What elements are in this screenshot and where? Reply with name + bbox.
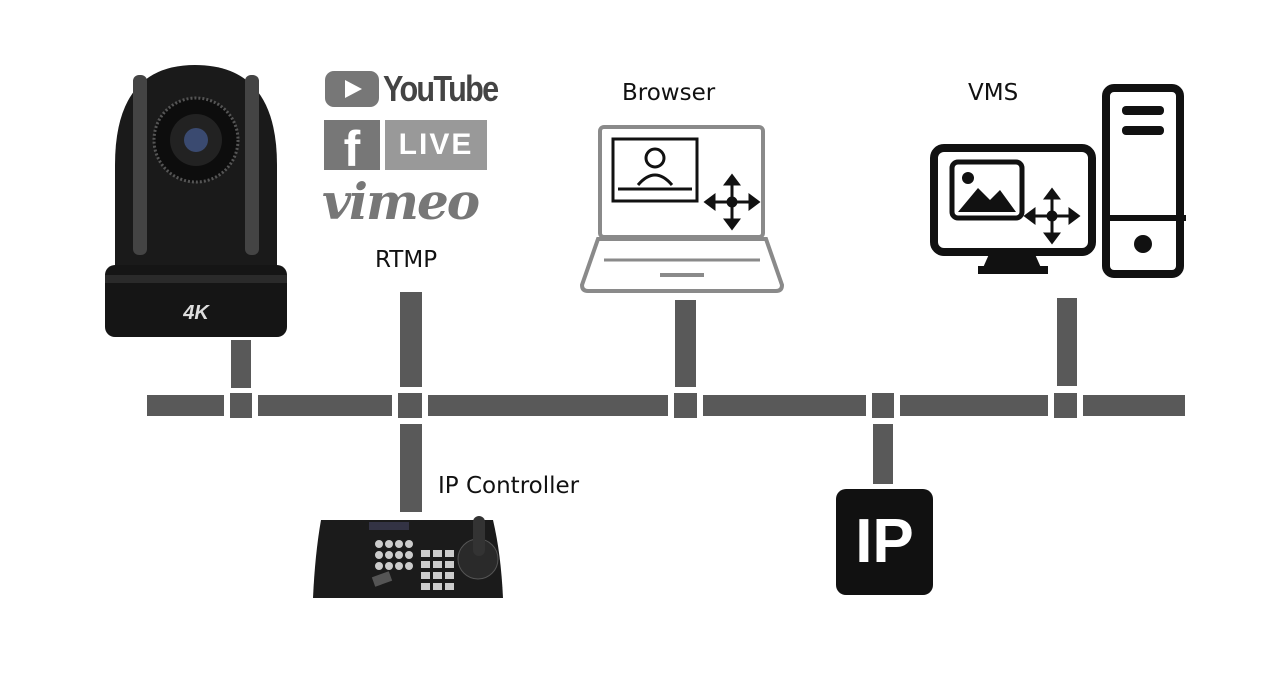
pan-tilt-arrows-icon xyxy=(1023,187,1081,245)
facebook-live-logo: f LIVE xyxy=(324,120,487,170)
browser-label: Browser xyxy=(622,80,716,106)
image-icon xyxy=(949,159,1025,221)
vimeo-logo: vimeo xyxy=(322,172,480,231)
youtube-text: YouTube xyxy=(383,68,499,109)
youtube-logo: YouTube xyxy=(325,68,518,109)
pan-tilt-arrows-icon xyxy=(703,173,761,231)
ip-badge-icon: IP xyxy=(836,489,933,595)
rtmp-label: RTMP xyxy=(375,247,438,273)
camera-4k-badge: 4K xyxy=(182,302,210,324)
play-icon xyxy=(325,71,379,107)
ptz-camera-image: 4K xyxy=(105,65,287,337)
vms-label: VMS xyxy=(968,80,1019,106)
live-text: LIVE xyxy=(385,120,487,170)
ip-controller-label: IP Controller xyxy=(438,473,580,499)
vms-computer-icon xyxy=(930,84,1186,278)
person-video-icon xyxy=(611,137,699,203)
ip-controller-image xyxy=(313,516,503,598)
facebook-icon: f xyxy=(324,120,380,170)
laptop-browser-icon xyxy=(579,125,785,293)
